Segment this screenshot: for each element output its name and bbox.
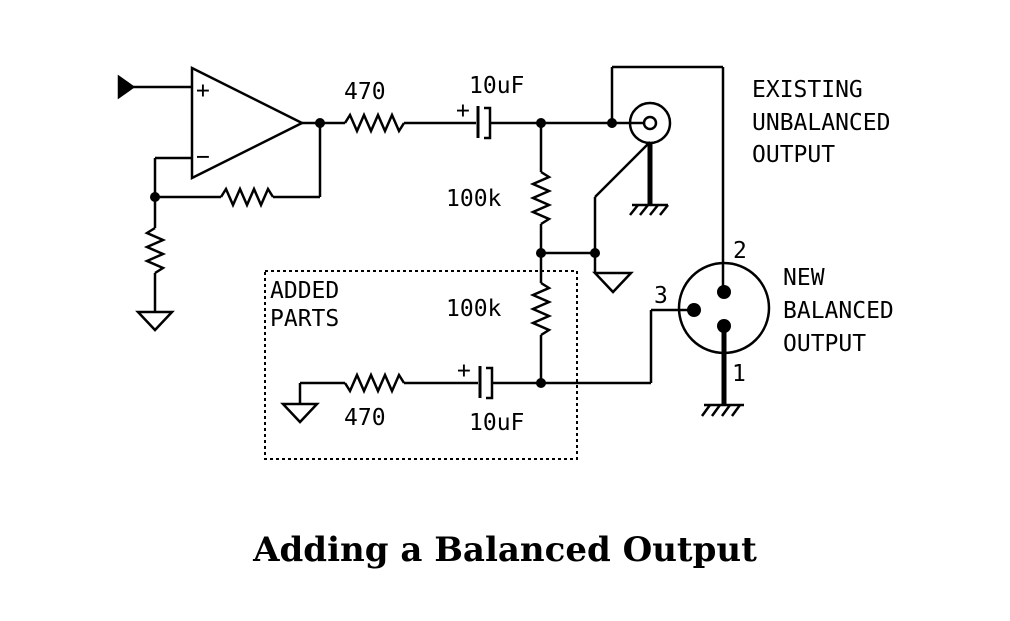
ground-symbol-added [280, 402, 320, 424]
rca-shield-diagonal-wire [594, 141, 651, 198]
junction-mid-ground [590, 248, 600, 258]
ground-symbol-left [135, 310, 175, 332]
xlr-pin3-label: 3 [654, 283, 668, 309]
r-top-resistor [529, 170, 553, 226]
opamp-minus-label: − [196, 144, 210, 170]
unbalanced-label-line1: EXISTING [752, 77, 863, 103]
added-capacitor-plate-minus [486, 366, 494, 400]
xlr-chassis-hatch-2 [710, 404, 722, 417]
xlr-chassis-hatch-4 [730, 404, 742, 417]
feedback-resistor [219, 185, 275, 209]
added-resistor [343, 371, 406, 395]
r-bottom-value-label: 100k [446, 296, 502, 322]
opamp-triangle [190, 65, 305, 181]
balanced-label-line2: BALANCED [783, 298, 894, 324]
rca-chassis-hatch-4 [659, 204, 669, 216]
ground-symbol-mid [592, 271, 634, 294]
xlr-chassis-hatch-1 [700, 404, 712, 417]
added-parts-label-line1: ADDED [270, 278, 339, 304]
junction-cap-node [536, 118, 546, 128]
cap-plus-top-label: + [456, 98, 470, 124]
xlr-pin2 [717, 285, 731, 299]
rca-jack-center [642, 115, 658, 131]
junction-mid-node [536, 248, 546, 258]
xlr-chassis-hatch-3 [720, 404, 732, 417]
c-added-value-label: 10uF [469, 410, 524, 436]
r-out-value-label: 470 [344, 79, 386, 105]
xlr-pin1-label: 1 [732, 361, 746, 387]
r-top-value-label: 100k [446, 186, 502, 212]
diagram-caption: Adding a Balanced Output [253, 530, 757, 570]
balanced-label-line1: NEW [783, 265, 825, 291]
rca-chassis-hatch-1 [629, 204, 639, 216]
unbalanced-label-line3: OUTPUT [752, 142, 835, 168]
added-parts-box [264, 270, 578, 460]
added-parts-label-line2: PARTS [270, 306, 339, 332]
junction-rca-feed [607, 118, 617, 128]
rca-chassis-hatch-3 [649, 204, 659, 216]
unbalanced-label-line2: UNBALANCED [752, 110, 890, 136]
r-bottom-resistor [529, 281, 553, 337]
junction-added-node [536, 378, 546, 388]
opamp-plus-label: + [196, 78, 210, 104]
r-added-value-label: 470 [344, 405, 386, 431]
c-out-value-label: 10uF [469, 73, 524, 99]
cap-plus-added-label: + [457, 358, 471, 384]
output-resistor [343, 111, 406, 135]
output-capacitor-plate-minus [484, 106, 492, 140]
rca-chassis-hatch-2 [639, 204, 649, 216]
balanced-label-line3: OUTPUT [783, 331, 866, 357]
junction-opamp-output [315, 118, 325, 128]
xlr-pin1 [717, 319, 731, 333]
xlr-pin3 [687, 303, 701, 317]
ground-resistor [143, 226, 167, 275]
junction-inverting [150, 192, 160, 202]
xlr-pin2-label: 2 [733, 238, 747, 264]
